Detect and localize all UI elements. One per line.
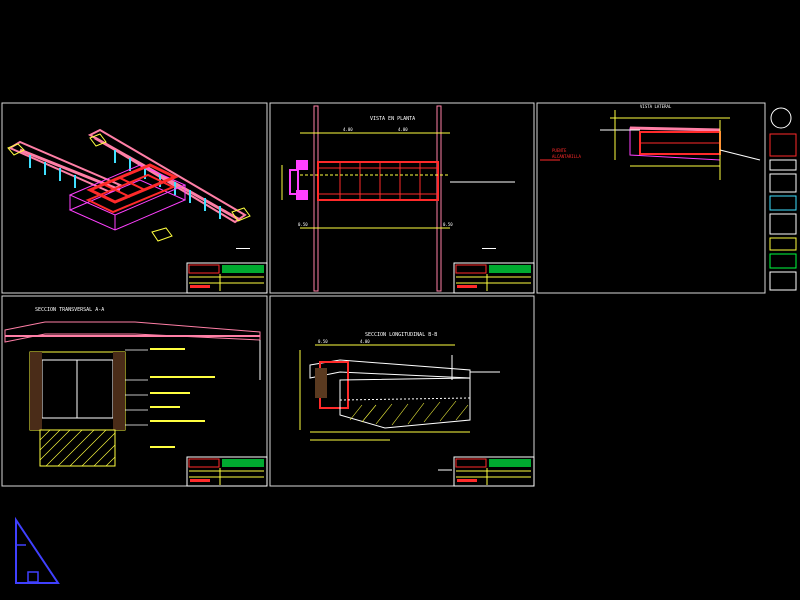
title-block — [186, 456, 268, 487]
dim-sec-top: 4.00 — [360, 339, 370, 344]
dim-plan-top-right: 4.00 — [398, 127, 408, 132]
dim-plan-top-left: 4.00 — [343, 127, 353, 132]
info-panel — [764, 103, 797, 293]
sheet-isometric[interactable] — [1, 102, 268, 294]
title-block — [186, 262, 268, 294]
sheet-section-bb[interactable]: SECCION LONGITUDINAL B-B 4.00 0.50 — [269, 295, 535, 487]
dim-plan-right: 0.50 — [443, 222, 453, 227]
sheet-elevation[interactable]: VISTA LATERAL PUENTE ALCANTARILLA — [536, 102, 797, 294]
plan-title: VISTA EN PLANTA — [370, 116, 415, 122]
title-block — [453, 262, 535, 294]
elevation-title: VISTA LATERAL — [640, 104, 672, 109]
sheet-plan[interactable]: VISTA EN PLANTA 4.00 4.00 0.50 0.50 — [269, 102, 535, 294]
ucs-icon — [15, 516, 60, 584]
title-block — [453, 456, 535, 487]
red-note-1: PUENTE — [552, 148, 567, 153]
dim-plan-left: 0.50 — [298, 222, 308, 227]
section-bb-title: SECCION LONGITUDINAL B-B — [365, 332, 437, 338]
sheet-section-aa[interactable]: SECCION TRANSVERSAL A-A — [1, 295, 268, 487]
red-note-2: ALCANTARILLA — [552, 154, 581, 159]
section-aa-title: SECCION TRANSVERSAL A-A — [35, 307, 104, 313]
dim-sec-mid: 0.50 — [318, 339, 328, 344]
